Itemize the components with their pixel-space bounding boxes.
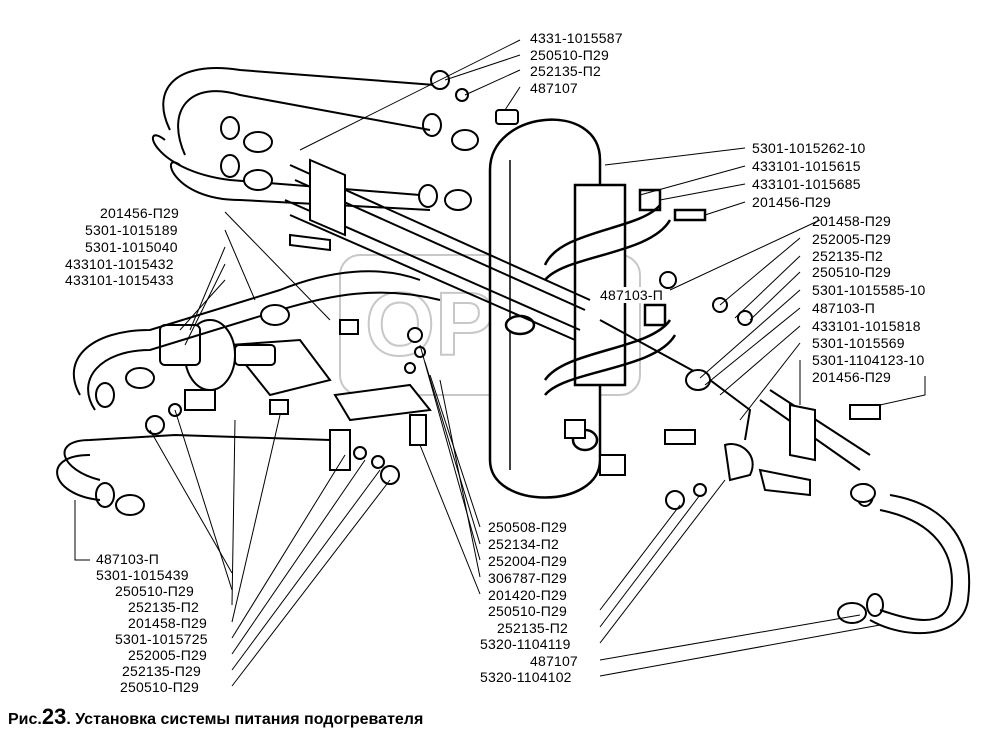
label-5301-1104123-10: 5301-1104123-10 [812, 352, 925, 368]
label-5301-1015569: 5301-1015569 [812, 335, 905, 351]
label-5320-1104102: 5320-1104102 [480, 669, 572, 685]
label-4331-1015587: 4331-1015587 [530, 30, 623, 46]
label-5301-1015189: 5301-1015189 [85, 222, 178, 238]
caption-prefix: Рис. [8, 711, 42, 728]
label-252135-p29-bottom-left: 252135-П29 [122, 663, 202, 679]
fuel-tank [488, 118, 627, 499]
label-487103-p-center: 487103-П [600, 287, 664, 303]
label-433101-1015433: 433101-1015433 [65, 272, 174, 288]
label-250510-p29-bottom-left: 250510-П29 [115, 583, 195, 599]
label-487107-top: 487107 [530, 80, 578, 96]
label-201456-p29-far-right: 201456-П29 [812, 369, 892, 385]
label-5301-1015262-10: 5301-1015262-10 [752, 140, 866, 156]
tank-straps [543, 188, 707, 396]
label-306787-p29: 306787-П29 [488, 570, 568, 586]
label-250510-p29-bottom-left-2: 250510-П29 [120, 679, 200, 695]
label-5301-1015725: 5301-1015725 [115, 631, 208, 647]
label-250510-p29-right: 250510-П29 [812, 264, 892, 280]
label-201458-p29-bottom-left: 201458-П29 [128, 615, 208, 631]
label-5301-1015040: 5301-1015040 [85, 239, 178, 255]
label-252005-p29-bottom-left: 252005-П29 [128, 647, 208, 663]
label-252135-p2-right: 252135-П2 [812, 248, 884, 264]
fasteners [115, 271, 881, 624]
leader-lines [74, 39, 926, 687]
hose-clamps-top [243, 70, 519, 211]
label-487103-p-right: 487103-П [812, 300, 876, 316]
left-brackets [228, 158, 816, 497]
caption-title: . Установка системы питания подогревател… [66, 711, 424, 728]
lower-right-hose [856, 483, 971, 635]
label-5301-1015585-10: 5301-1015585-10 [812, 282, 926, 298]
label-250510-p29-bottom-right: 250510-П29 [488, 603, 568, 619]
label-433101-1015432: 433101-1015432 [65, 256, 174, 272]
upper-hoses [151, 67, 442, 211]
label-252004-p29: 252004-П29 [488, 553, 568, 569]
label-201456-p29-left: 201456-П29 [100, 205, 180, 221]
label-250508-p29: 250508-П29 [488, 519, 568, 535]
label-250510-p29-top: 250510-П29 [530, 47, 610, 63]
figure-caption: Рис.23. Установка системы питания подогр… [8, 704, 423, 730]
label-487107-bottom-right: 487107 [530, 653, 578, 669]
label-252005-p29-right: 252005-П29 [812, 231, 892, 247]
label-433101-1015615: 433101-1015615 [752, 158, 861, 174]
label-201456-p29-right: 201456-П29 [752, 194, 832, 210]
label-433101-1015818: 433101-1015818 [812, 318, 921, 334]
fuel-filter-assembly [159, 319, 276, 411]
label-5301-1015439: 5301-1015439 [96, 567, 189, 583]
label-252134-p2: 252134-П2 [488, 536, 560, 552]
caption-number: 23 [41, 704, 67, 729]
label-201420-p29: 201420-П29 [488, 587, 568, 603]
label-201458-p29-right: 201458-П29 [812, 213, 892, 229]
label-487103-p-bottom-left: 487103-П [96, 551, 160, 567]
label-252135-p2-top: 252135-П2 [530, 63, 602, 79]
label-252135-p2-bottom-left: 252135-П2 [128, 599, 200, 615]
label-252135-p2-bottom-right: 252135-П2 [497, 620, 569, 636]
label-5320-1104119: 5320-1104119 [480, 636, 571, 652]
label-433101-1015685: 433101-1015685 [752, 176, 861, 192]
